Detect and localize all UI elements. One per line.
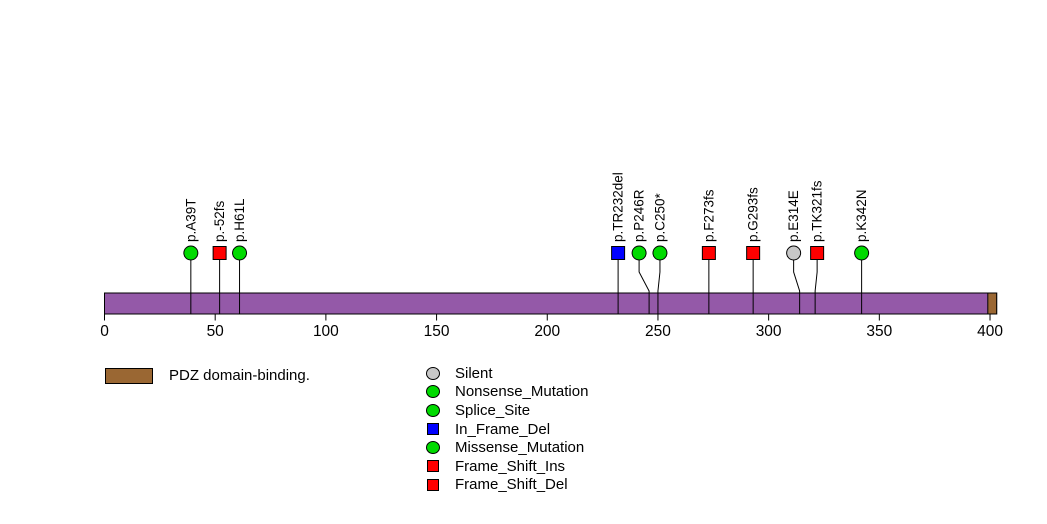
axis-tick-label: 0 [100, 323, 109, 340]
mutation-stem [657, 260, 661, 314]
mutation-marker [212, 246, 227, 260]
legend-item-nonsense_mutation: Nonsense_Mutation [426, 383, 588, 402]
legend-item-silent: Silent [426, 364, 588, 383]
square-swatch [427, 478, 439, 491]
lollipop-plot: 0 50 100 150 200 250 300 350 400 p.A39T p.-52fs p.H… [100, 172, 1003, 340]
axis-tick-label: 350 [866, 323, 892, 340]
pdz-domain-swatch [105, 367, 153, 384]
mutation-stem [793, 260, 801, 314]
mutation-stem [814, 260, 818, 314]
axis-tick-label: 400 [977, 323, 1003, 340]
mutation-label: p.TK321fs [810, 180, 825, 242]
domain-legend: PDZ domain-binding. [105, 367, 310, 384]
mutation-marker [701, 246, 716, 260]
mutation-label: p.C250* [652, 192, 667, 242]
protein-bar [104, 292, 998, 315]
square-swatch [427, 460, 439, 473]
mutation-marker [854, 245, 870, 261]
mutation-marker [786, 245, 802, 261]
axis-tick-label: 150 [424, 323, 450, 340]
mutation-marker [232, 245, 248, 261]
mutation-label: p.P246R [632, 189, 647, 242]
mutation-label: p.TR232del [611, 172, 626, 242]
mutation-marker [631, 245, 647, 261]
circle-swatch [426, 403, 440, 417]
mutation-label: p.H61L [232, 198, 247, 242]
legend-item-label: In_Frame_Del [455, 420, 551, 438]
legend-item-in_frame_del: In_Frame_Del [426, 420, 588, 439]
legend-item-frame_shift_del: Frame_Shift_Del [426, 476, 588, 495]
mutation-marker [652, 245, 668, 261]
mutation-label: p.-52fs [212, 200, 227, 242]
legend-item-label: Silent [455, 364, 493, 382]
mutation-marker [746, 246, 761, 260]
square-swatch [427, 423, 439, 436]
axis-tick-label: 250 [645, 323, 671, 340]
legend-item-label: Missense_Mutation [455, 439, 585, 457]
mutation-label: p.E314E [786, 190, 801, 242]
mutation-label: p.A39T [183, 198, 198, 242]
legend-item-missense_mutation: Missense_Mutation [426, 438, 588, 457]
legend-item-frame_shift_ins: Frame_Shift_Ins [426, 457, 588, 476]
circle-swatch [426, 366, 440, 380]
pdz-domain-label: PDZ domain-binding. [169, 367, 310, 384]
axis-tick-label: 50 [207, 323, 225, 340]
mutation-marker [183, 245, 199, 261]
mutation-label: p.G293fs [746, 187, 761, 242]
legend-item-splice_site: Splice_Site [426, 401, 588, 420]
mutation-label: p.K342N [854, 189, 869, 242]
mutation-marker [810, 246, 825, 260]
legend-item-label: Splice_Site [455, 401, 531, 419]
mutation-label: p.F273fs [701, 189, 716, 242]
circle-swatch [426, 441, 440, 455]
legend-item-label: Nonsense_Mutation [455, 383, 589, 401]
mutation-stem [638, 260, 650, 314]
axis-tick-label: 200 [534, 323, 560, 340]
axis-tick-label: 300 [756, 323, 782, 340]
pdz-domain-block [987, 292, 998, 315]
legend-item-label: Frame_Shift_Ins [455, 457, 566, 475]
legend-item-label: Frame_Shift_Del [455, 476, 568, 494]
circle-swatch [426, 385, 440, 399]
mutation-marker [611, 246, 626, 260]
axis-tick-label: 100 [313, 323, 339, 340]
